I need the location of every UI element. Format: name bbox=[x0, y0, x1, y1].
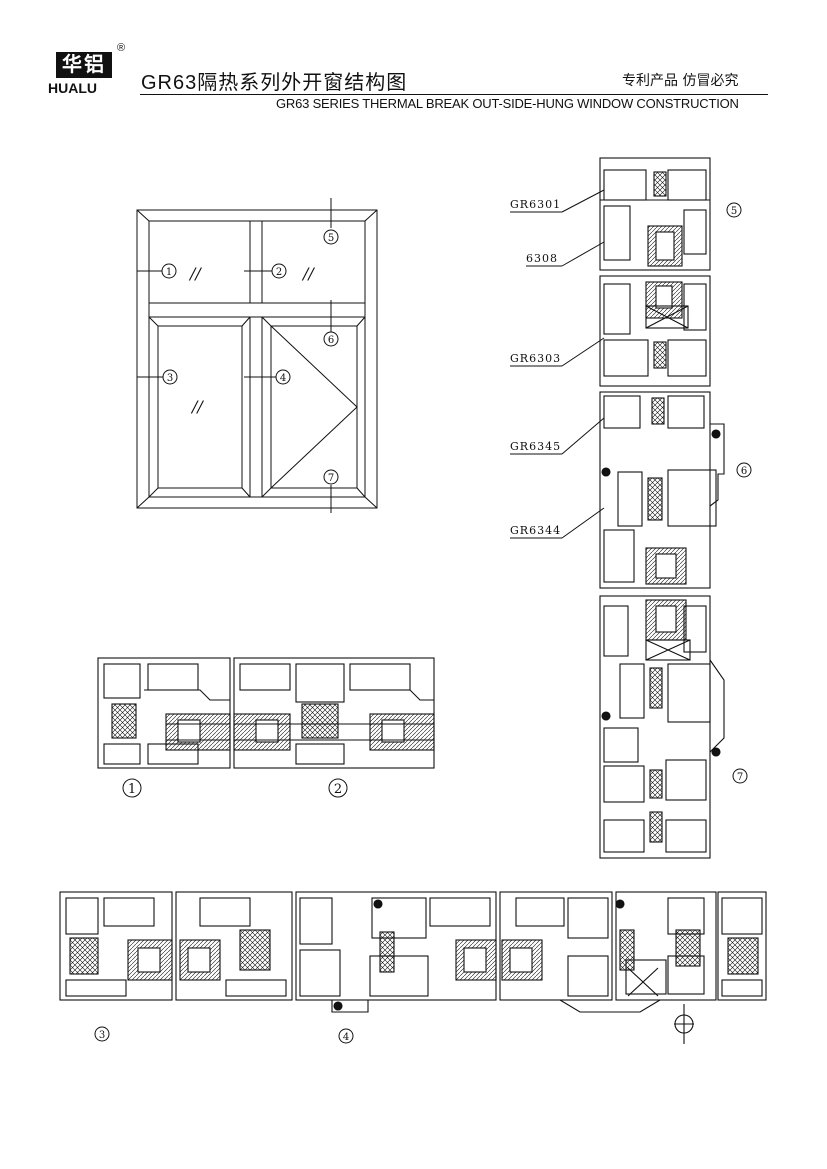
part-label-gr6345: GR6345 bbox=[510, 417, 605, 455]
callout-7: 7 bbox=[323, 469, 339, 485]
vertical-section-callouts: 5 6 7 bbox=[726, 202, 752, 784]
svg-text:GR6301: GR6301 bbox=[510, 198, 561, 211]
transom bbox=[148, 302, 366, 318]
opening-sash bbox=[261, 316, 366, 498]
svg-text:5: 5 bbox=[731, 206, 737, 217]
detail-callouts: 1 2 bbox=[122, 778, 348, 798]
part-label-gr6303: GR6303 bbox=[510, 337, 605, 367]
part-label-gr6344: GR6344 bbox=[510, 507, 605, 539]
opening-direction-mark bbox=[270, 325, 358, 489]
svg-text:GR6303: GR6303 bbox=[510, 352, 561, 365]
registered-mark: ® bbox=[117, 42, 126, 54]
page-title-chinese: GR63隔热系列外开窗结构图 bbox=[141, 72, 408, 94]
glass-marks: // // // bbox=[188, 264, 315, 416]
callout-3: 3 bbox=[94, 1026, 110, 1042]
detail-section-2 bbox=[233, 657, 435, 769]
part-label-gr6301: GR6301 bbox=[510, 189, 605, 213]
svg-text:7: 7 bbox=[737, 772, 743, 783]
svg-text:6: 6 bbox=[741, 466, 747, 477]
callout-5: 5 bbox=[323, 229, 339, 245]
vertical-section bbox=[599, 157, 725, 859]
svg-text:5: 5 bbox=[328, 233, 334, 244]
horizontal-callouts: 3 4 bbox=[94, 1026, 354, 1044]
callout-1: 1 bbox=[122, 778, 142, 798]
svg-text:4: 4 bbox=[343, 1032, 349, 1043]
callout-2: 2 bbox=[271, 263, 287, 279]
svg-text://: // bbox=[190, 397, 204, 416]
svg-text:1: 1 bbox=[166, 267, 172, 278]
svg-text://: // bbox=[301, 264, 315, 283]
page-title-english: GR63 SERIES THERMAL BREAK OUT-SIDE-HUNG … bbox=[276, 96, 739, 111]
callout-1: 1 bbox=[161, 263, 177, 279]
svg-text:3: 3 bbox=[167, 373, 173, 384]
callout-2: 2 bbox=[328, 778, 348, 798]
svg-text:2: 2 bbox=[334, 782, 342, 797]
svg-text:GR6344: GR6344 bbox=[510, 524, 561, 537]
part-label-6308: 6308 bbox=[526, 241, 605, 267]
callout-6: 6 bbox=[736, 462, 752, 478]
vertical-section-labels: GR6301 6308 GR6303 GR6345 GR6344 bbox=[510, 189, 605, 539]
logo-english-text: HUALU bbox=[48, 80, 97, 96]
svg-text:7: 7 bbox=[328, 473, 334, 484]
patent-notice: 专利产品 仿冒必究 bbox=[622, 73, 739, 89]
horizontal-section bbox=[59, 891, 767, 1044]
svg-text:6308: 6308 bbox=[526, 252, 558, 265]
detail-section-1 bbox=[97, 657, 231, 769]
callout-3: 3 bbox=[162, 369, 178, 385]
callout-7: 7 bbox=[732, 768, 748, 784]
svg-text:4: 4 bbox=[280, 373, 286, 384]
svg-text:1: 1 bbox=[128, 782, 136, 797]
svg-text:6: 6 bbox=[328, 335, 334, 346]
header-divider bbox=[140, 94, 768, 95]
callout-4: 4 bbox=[275, 369, 291, 385]
window-elevation bbox=[136, 198, 378, 513]
svg-text:3: 3 bbox=[99, 1030, 105, 1041]
outer-frame bbox=[136, 209, 378, 509]
svg-text://: // bbox=[188, 264, 202, 283]
logo-chinese-text: 华铝 bbox=[56, 52, 112, 78]
top-mullion bbox=[249, 220, 263, 304]
svg-text:GR6345: GR6345 bbox=[510, 440, 561, 453]
elevation-callouts: 1 2 5 6 3 4 7 bbox=[161, 229, 339, 485]
callout-5: 5 bbox=[726, 202, 742, 218]
callout-4: 4 bbox=[338, 1028, 354, 1044]
svg-text:2: 2 bbox=[276, 267, 282, 278]
callout-6: 6 bbox=[323, 331, 339, 347]
